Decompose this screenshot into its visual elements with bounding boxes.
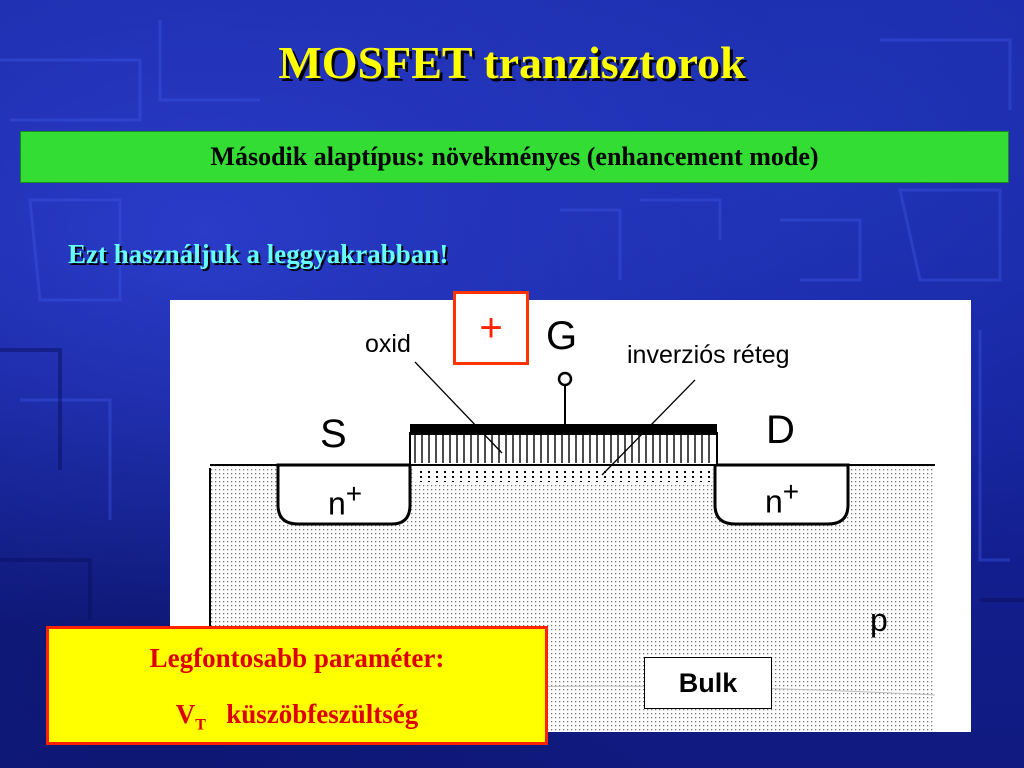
slide-title: MOSFET tranzisztorok [278, 37, 746, 88]
oxid-leader-line [414, 361, 503, 454]
plus-sign: + [479, 305, 503, 350]
source-doping-label: n+ [328, 478, 363, 522]
drain-label: D [766, 408, 795, 452]
threshold-voltage-line: VT küszöbfeszültség [49, 699, 545, 734]
inversion-layer-label: inverziós réteg [627, 341, 790, 369]
gate-electrode [410, 424, 717, 435]
inversion-layer [414, 468, 712, 482]
bulk-label-box: Bulk [644, 657, 772, 709]
inversion-leader-line [601, 379, 696, 476]
source-n-plus-region [276, 463, 412, 526]
threshold-voltage-name: küszöbfeszültség [226, 699, 419, 729]
key-parameter-box: Legfontosabb paraméter: VT küszöbfeszült… [46, 626, 548, 745]
vt-subscript: T [195, 716, 206, 734]
bulk-label: Bulk [678, 667, 738, 698]
key-parameter-heading: Legfontosabb paraméter: [149, 643, 445, 673]
oxid-label: oxid [365, 330, 411, 358]
gate-terminal [557, 371, 573, 387]
subtitle-banner: Második alaptípus: növekményes (enhancem… [20, 131, 1009, 183]
drain-doping-label: n+ [765, 476, 800, 520]
usage-note: Ezt használjuk a leggyakrabban! [68, 239, 449, 269]
source-label: S [320, 412, 347, 456]
substrate-type-label: p [870, 602, 888, 638]
gate-voltage-sign: + [453, 291, 529, 365]
subtitle-text: Második alaptípus: növekményes (enhancem… [210, 142, 819, 171]
oxide-hatching [414, 435, 710, 463]
gate-oxide [409, 432, 718, 466]
vt-symbol: V [175, 699, 196, 729]
gate-label: G [546, 314, 578, 358]
drain-n-plus-region [713, 463, 850, 526]
